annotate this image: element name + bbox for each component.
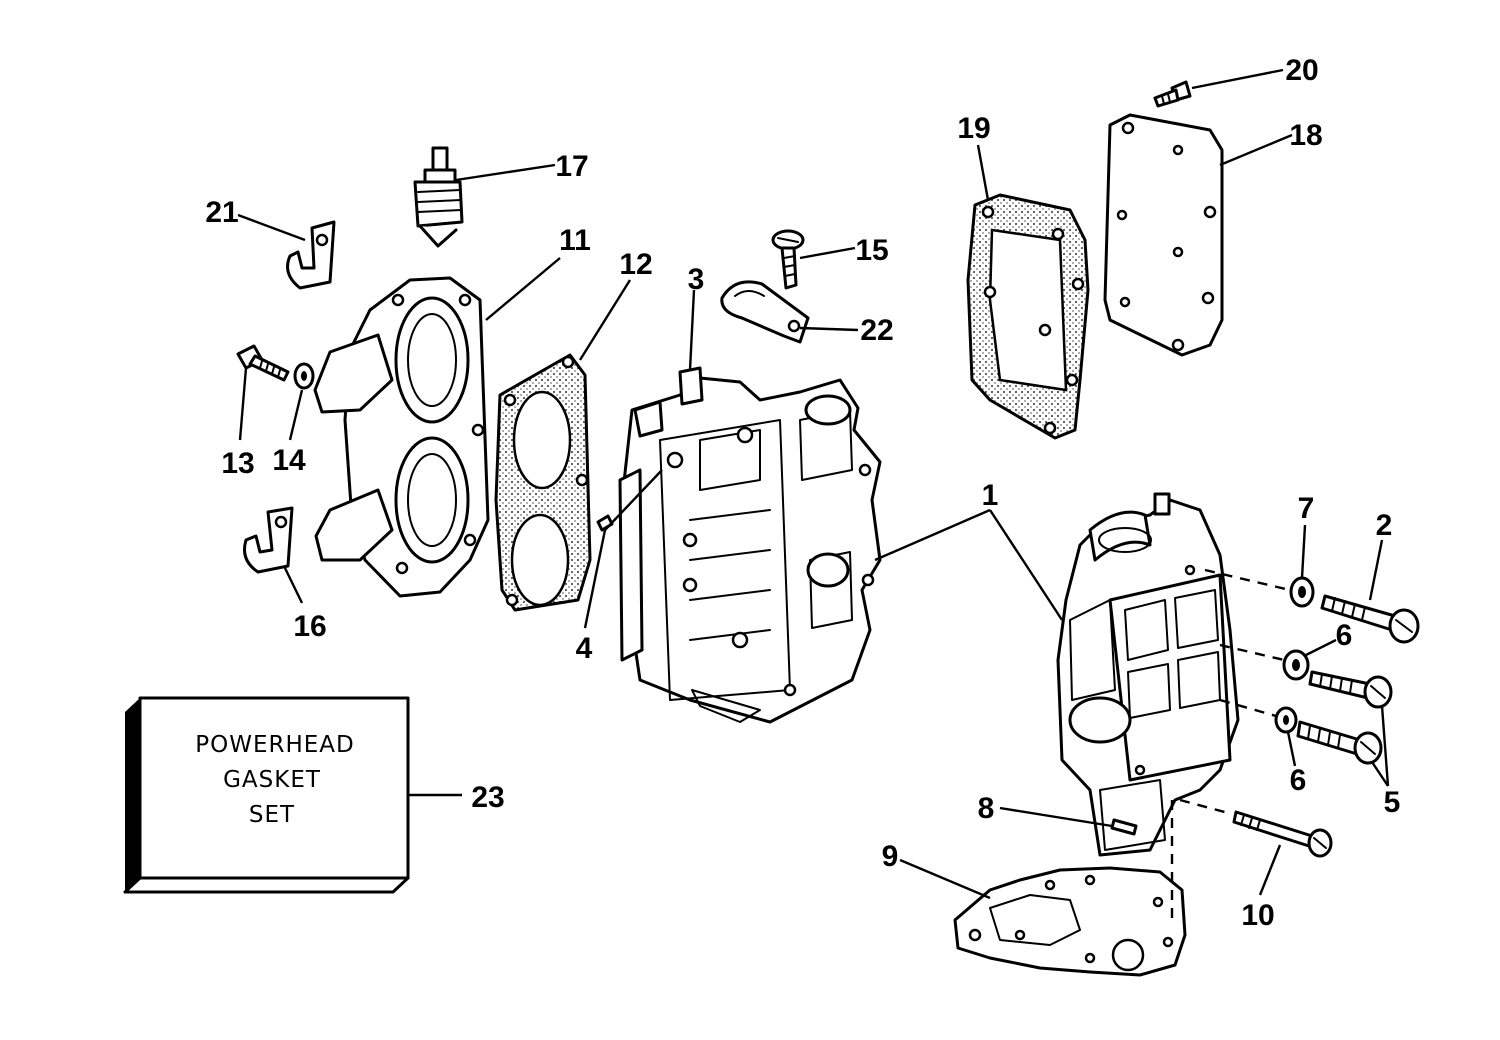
callout-1: 1 <box>982 479 999 512</box>
callout-22: 22 <box>860 314 893 347</box>
callout-12: 12 <box>619 248 652 281</box>
cylinder-block-3 <box>618 366 882 724</box>
callout-21: 21 <box>205 196 238 229</box>
clamp-22 <box>720 280 810 344</box>
box-label-line-3: SET <box>249 802 295 828</box>
clamp-16 <box>243 506 294 574</box>
callout-6-lower: 6 <box>1290 764 1307 797</box>
callout-8: 8 <box>978 792 995 825</box>
crankcase-1 <box>1056 492 1240 857</box>
box-label-line-1: POWERHEAD <box>195 732 355 758</box>
screw-20 <box>1153 80 1192 108</box>
clamp-21 <box>286 220 336 290</box>
callout-14: 14 <box>272 444 306 477</box>
screw-2 <box>1320 594 1420 644</box>
leader-lines <box>237 68 1390 900</box>
callout-18: 18 <box>1289 119 1322 152</box>
callout-3: 3 <box>688 263 705 296</box>
gasket-set-box-23 <box>123 696 410 894</box>
callout-10: 10 <box>1241 899 1274 932</box>
washer-7 <box>1289 576 1315 608</box>
callout-5: 5 <box>1384 786 1401 819</box>
screw-5-lower <box>1296 720 1383 765</box>
base-gasket-9 <box>953 866 1187 977</box>
callout-7: 7 <box>1298 492 1315 525</box>
screw-10 <box>1232 810 1333 858</box>
callout-11: 11 <box>559 224 591 257</box>
callout-16: 16 <box>293 610 326 643</box>
callout-20: 20 <box>1285 54 1318 87</box>
callout-23: 23 <box>471 781 504 814</box>
washer-6-upper <box>1282 649 1310 681</box>
head-gasket-12 <box>494 353 592 612</box>
screw-15 <box>771 229 805 290</box>
callout-4: 4 <box>576 632 593 665</box>
box-label-line-2: GASKET <box>223 767 321 793</box>
washer-14 <box>293 362 315 390</box>
washer-6-lower <box>1274 706 1298 734</box>
callout-19: 19 <box>957 112 990 145</box>
cylinder-head-11 <box>313 276 490 598</box>
callout-15: 15 <box>855 234 888 267</box>
screw-5-upper <box>1308 670 1393 709</box>
alignment-lines <box>1170 568 1291 922</box>
callout-6-upper: 6 <box>1336 619 1353 652</box>
callout-17: 17 <box>555 150 588 183</box>
pin-8 <box>1110 818 1138 836</box>
spark-plug-17 <box>413 146 464 248</box>
exhaust-gasket-19 <box>966 193 1090 440</box>
callout-9: 9 <box>882 840 899 873</box>
exhaust-cover-18 <box>1103 113 1224 357</box>
bolt-13 <box>236 344 290 382</box>
dowel-pin-4 <box>596 514 614 532</box>
callout-2: 2 <box>1376 509 1393 542</box>
callout-13: 13 <box>221 447 254 480</box>
callout-numbers: 1 2 3 4 5 6 6 7 8 9 10 11 12 13 14 15 16… <box>205 54 1400 932</box>
